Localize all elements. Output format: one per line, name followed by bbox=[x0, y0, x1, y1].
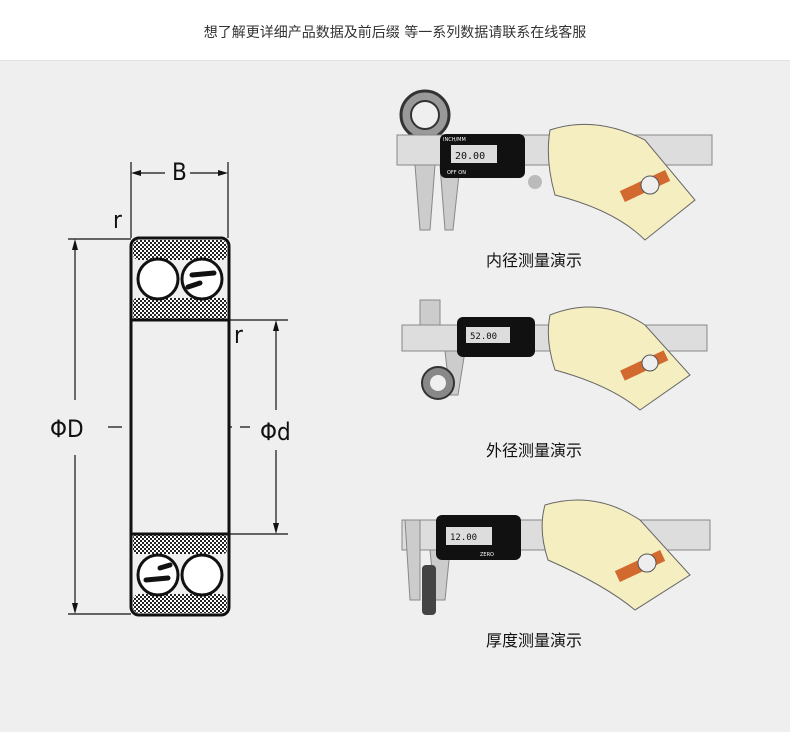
off-on-label: OFF ON bbox=[447, 170, 466, 176]
chamfer-label-outer: r bbox=[113, 206, 122, 234]
caption-thickness: 厚度测量演示 bbox=[485, 631, 582, 650]
contact-notice: 想了解更详细产品数据及前后缀 等一系列数据请联系在线客服 bbox=[203, 25, 587, 41]
caption-outer-diameter: 外径测量演示 bbox=[485, 441, 582, 460]
zero-label: ZERO bbox=[480, 552, 494, 558]
caliper-demo-inner: 20.00 OFF ON INCH/MM bbox=[396, 89, 713, 241]
caliper-demo-outer: 52.00 bbox=[401, 299, 708, 411]
caption-inner-diameter: 内径测量演示 bbox=[485, 251, 582, 270]
brand-label: INCH/MM bbox=[443, 137, 466, 143]
reading-inner: 20.00 bbox=[455, 151, 485, 162]
caliper-demo-thickness: 12.00 ZERO bbox=[401, 499, 711, 615]
width-label: B bbox=[172, 158, 187, 186]
header-bar: 想了解更详细产品数据及前后缀 等一系列数据请联系在线客服 bbox=[0, 0, 790, 61]
reading-thickness: 12.00 bbox=[450, 533, 477, 543]
chamfer-label-inner: r bbox=[234, 321, 243, 349]
outer-diameter-label: ΦD bbox=[50, 415, 84, 443]
inner-diameter-label: Φd bbox=[260, 418, 291, 446]
reading-outer: 52.00 bbox=[470, 332, 497, 342]
